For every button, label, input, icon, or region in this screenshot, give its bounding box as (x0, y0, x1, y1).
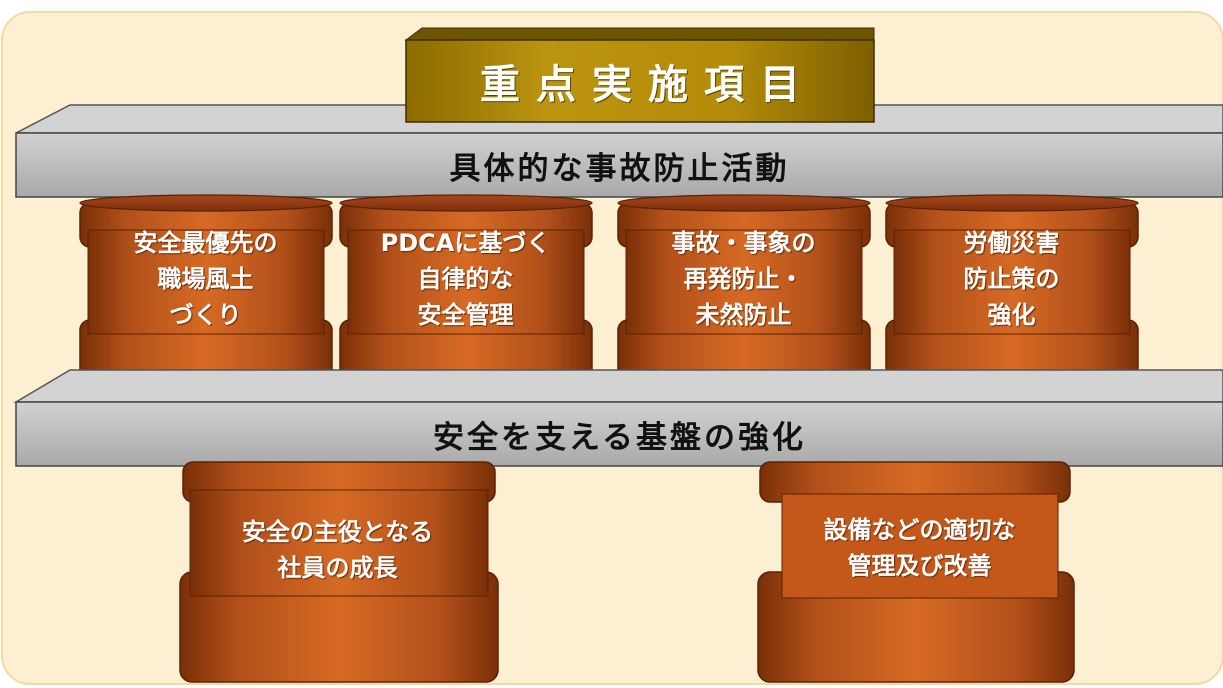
lower-pillar-1-label: 安全の主役となる 社員の成長 (190, 505, 485, 595)
upper-band-box (15, 132, 1223, 198)
pillar-label-line: 管理及び改善 (847, 552, 992, 580)
upper-pillar-2-label: PDCAに基づく 自律的な 安全管理 (348, 220, 583, 338)
pillar-label-line: 再発防止・ (683, 265, 804, 293)
title-box-top (404, 27, 875, 41)
upper-pillar-3-label: 事故・事象の 再発防止・ 未然防止 (626, 220, 861, 338)
pillar-label-line: 未然防止 (695, 301, 792, 329)
upper-pillar-4-label: 労働災害 防止策の 強化 (894, 220, 1129, 338)
upper-pillar-3 (617, 194, 871, 388)
title-box (405, 39, 875, 123)
upper-pillar-1-label: 安全最優先の 職場風土 づくり (88, 220, 323, 338)
pillar-label-line: 防止策の (963, 265, 1060, 293)
pillar-label-line: 安全最優先の (133, 229, 278, 257)
pillar-label-line: 設備などの適切な (823, 516, 1016, 544)
lower-pillar-1 (179, 461, 499, 683)
pillar-label-line: 自律的な (417, 265, 514, 293)
pillar-label-line: 職場風土 (157, 265, 254, 293)
pillar-label-line: 労働災害 (963, 229, 1060, 257)
lower-slab-top (13, 369, 1223, 403)
pillar-label-line: PDCAに基づく (380, 229, 551, 257)
pillar-label-line: 強化 (987, 301, 1036, 329)
lower-pillar-2-label: 設備などの適切な 管理及び改善 (782, 500, 1057, 596)
pillar-label-line: 社員の成長 (277, 554, 398, 582)
pillar-label-line: 安全管理 (417, 301, 514, 329)
diagram-title: 重点実施項目 (480, 62, 816, 108)
pillar-label-line: 事故・事象の (671, 229, 816, 257)
pillar-label-line: づくり (169, 301, 242, 329)
pillar-label-line: 安全の主役となる (241, 518, 434, 546)
lower-pillar-2 (757, 461, 1075, 683)
lower-band-box (15, 401, 1223, 467)
lower-band-label: 安全を支える基盤の強化 (432, 419, 807, 456)
upper-band-label: 具体的な事故防止活動 (449, 150, 790, 187)
